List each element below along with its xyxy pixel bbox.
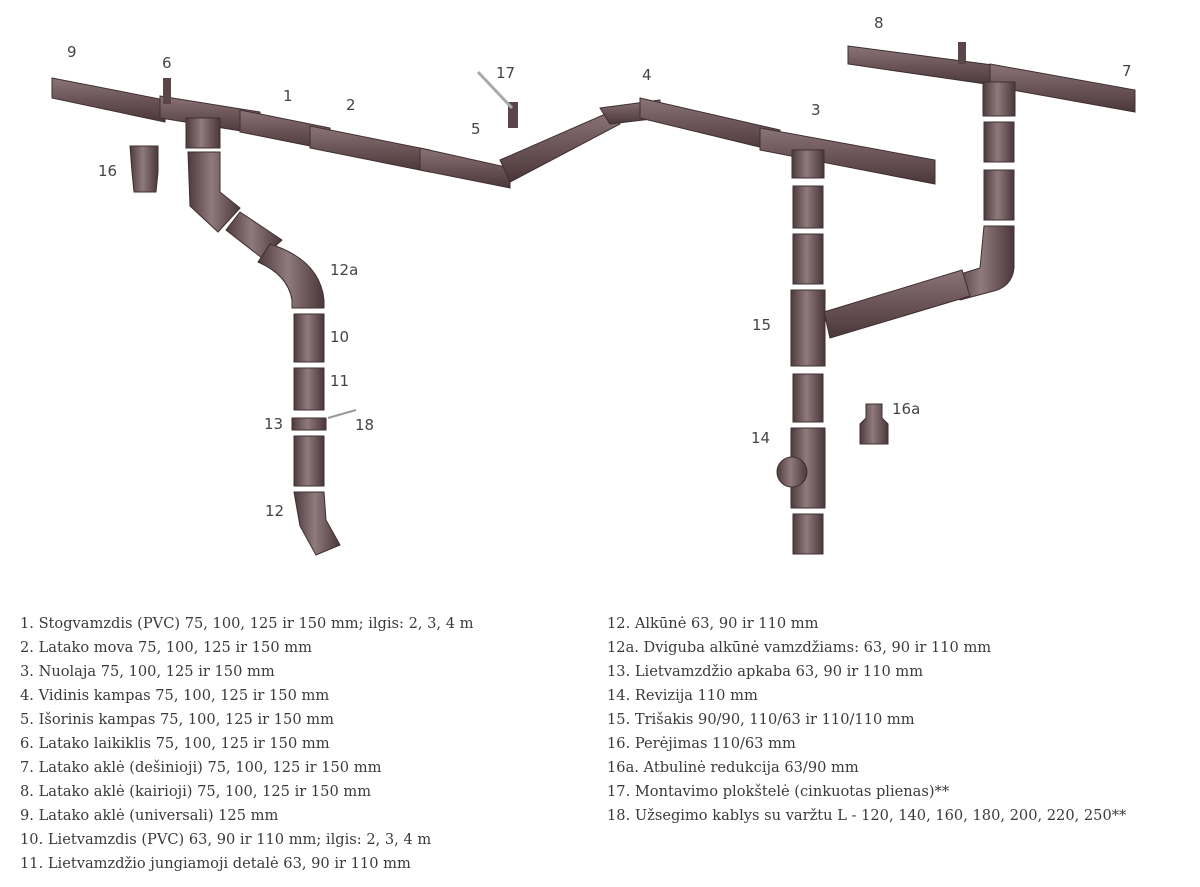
callout-11: 11	[330, 372, 349, 390]
callout-2: 2	[346, 96, 356, 114]
legend-item-11: 11. Lietvamzdžio jungiamoji detalė 63, 9…	[20, 855, 411, 872]
callout-16: 16	[98, 162, 117, 180]
callout-3: 3	[811, 101, 821, 119]
callout-9: 9	[67, 43, 77, 61]
legend-item-12: 12. Alkūnė 63, 90 ir 110 mm	[607, 615, 819, 632]
legend-item-12a: 12a. Dviguba alkūnė vamzdžiams: 63, 90 i…	[607, 639, 992, 656]
legend-item-7: 7. Latako aklė (dešinioji) 75, 100, 125 …	[20, 759, 382, 776]
callout-16a: 16a	[892, 400, 920, 418]
callout-12a: 12a	[330, 261, 358, 279]
legend-item-16a: 16a. Atbulinė redukcija 63/90 mm	[607, 759, 859, 776]
callout-13: 13	[264, 415, 283, 433]
gutter-bracket	[163, 42, 966, 128]
callout-6: 6	[162, 54, 172, 72]
legend-item-1: 1. Stogvamzdis (PVC) 75, 100, 125 ir 150…	[20, 615, 474, 632]
gutter-run-middle	[639, 97, 936, 185]
legend-item-10: 10. Lietvamzdis (PVC) 63, 90 ir 110 mm; …	[20, 831, 432, 848]
legend-item-13: 13. Lietvamzdžio apkaba 63, 90 ir 110 mm	[607, 663, 924, 680]
callout-7: 7	[1122, 62, 1132, 80]
callout-17: 17	[496, 64, 515, 82]
callout-15: 15	[752, 316, 771, 334]
legend-item-5: 5. Išorinis kampas 75, 100, 125 ir 150 m…	[20, 711, 334, 728]
callout-8: 8	[874, 14, 884, 32]
callout-14: 14	[751, 429, 770, 447]
callout-10: 10	[330, 328, 349, 346]
hook-screw	[327, 409, 357, 419]
callout-4: 4	[642, 66, 652, 84]
callout-12: 12	[265, 502, 284, 520]
legend-item-18: 18. Užsegimo kablys su varžtu L - 120, 1…	[607, 807, 1127, 824]
legend-item-8: 8. Latako aklė (kairioji) 75, 100, 125 i…	[20, 783, 372, 800]
gutter-outlet-middle	[791, 149, 825, 179]
callout-1: 1	[283, 87, 293, 105]
legend-item-17: 17. Montavimo plokštelė (cinkuotas plien…	[607, 783, 950, 800]
downpipe-right	[953, 121, 1015, 301]
gutter-system-diagram: 9 6 1 2 5 17 4 3 8 7 16 12a 10 11 13 18 …	[51, 14, 1136, 556]
legend-item-3: 3. Nuolaja 75, 100, 125 ir 150 mm	[20, 663, 275, 680]
downpipe-middle	[776, 185, 826, 555]
downpipe-left	[187, 151, 341, 556]
branch-pipe	[823, 269, 971, 339]
mounting-plate-strap	[476, 70, 514, 110]
legend-right-column: 12. Alkūnė 63, 90 ir 110 mm 12a. Dviguba…	[607, 612, 1167, 828]
legend-left-column: 1. Stogvamzdis (PVC) 75, 100, 125 ir 150…	[20, 612, 580, 876]
gutter-outlet-right	[982, 81, 1016, 117]
reducer-16a	[859, 403, 889, 445]
gutter-outlet-left	[185, 117, 221, 149]
reducer-16	[129, 145, 159, 193]
legend-item-14: 14. Revizija 110 mm	[607, 687, 758, 704]
legend-item-6: 6. Latako laikiklis 75, 100, 125 ir 150 …	[20, 735, 330, 752]
legend-item-16: 16. Perėjimas 110/63 mm	[607, 735, 796, 752]
legend-item-15: 15. Trišakis 90/90, 110/63 ir 110/110 mm	[607, 711, 915, 728]
callout-18: 18	[355, 416, 374, 434]
callout-5: 5	[471, 120, 481, 138]
legend-item-2: 2. Latako mova 75, 100, 125 ir 150 mm	[20, 639, 312, 656]
legend-item-4: 4. Vidinis kampas 75, 100, 125 ir 150 mm	[20, 687, 330, 704]
legend-item-9: 9. Latako aklė (universali) 125 mm	[20, 807, 279, 824]
